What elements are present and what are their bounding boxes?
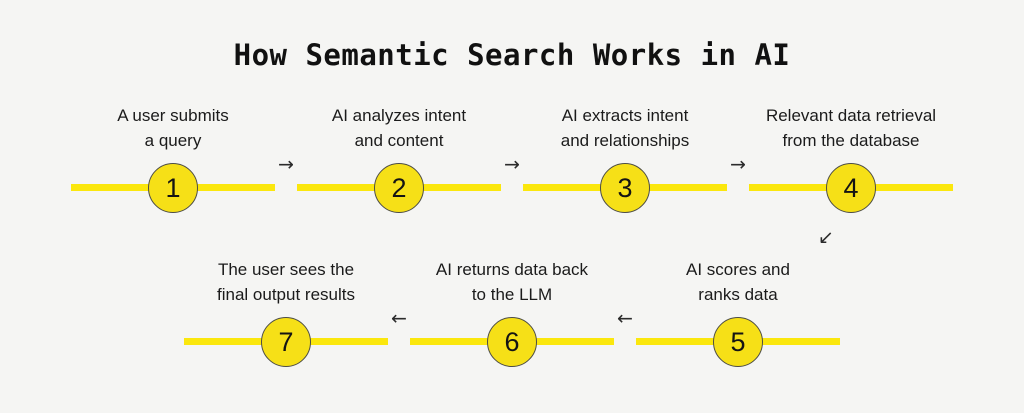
step-4-circle: 4 <box>826 163 876 213</box>
step-7-label-line1: The user sees the <box>217 260 355 279</box>
step-4-number: 4 <box>843 172 859 203</box>
step-1-circle: 1 <box>148 163 198 213</box>
step-7-label-line2: final output results <box>217 285 355 304</box>
step-1-label-line1: A user submits <box>117 106 229 125</box>
step-4-label-line1: Relevant data retrieval <box>765 106 937 125</box>
step-3-number: 3 <box>617 172 633 203</box>
step-2-label: AI analyzes intent and content <box>259 103 539 153</box>
step-2-circle: 2 <box>374 163 424 213</box>
step-6-label-line1: AI returns data back <box>435 260 589 279</box>
step-1-number: 1 <box>165 172 181 203</box>
step-3-label: AI extracts intent and relationships <box>485 103 765 153</box>
step-6-number: 6 <box>504 326 520 357</box>
step-5-number: 5 <box>730 326 746 357</box>
step-5-label-line1: AI scores and <box>686 260 790 279</box>
step-5-circle: 5 <box>713 317 763 367</box>
step-7-number: 7 <box>278 326 294 357</box>
left-arrow-icon: ← <box>391 307 407 330</box>
step-4-label-line2: from the database <box>782 131 920 150</box>
right-arrow-icon: → <box>278 153 294 176</box>
page-title: How Semantic Search Works in AI <box>233 38 791 72</box>
step-5-label-line2: ranks data <box>698 285 778 304</box>
step-1-label-line2: a query <box>144 131 202 150</box>
step-5-label: AI scores and ranks data <box>598 257 878 307</box>
left-arrow-icon: ← <box>617 307 633 330</box>
down-left-arrow-icon: ↙ <box>818 226 834 249</box>
step-6-label: AI returns data back to the LLM <box>372 257 652 307</box>
step-6-circle: 6 <box>487 317 537 367</box>
step-2-label-line1: AI analyzes intent <box>331 106 467 125</box>
step-3-label-line2: and relationships <box>560 131 690 150</box>
step-3-label-line1: AI extracts intent <box>561 106 689 125</box>
right-arrow-icon: → <box>730 153 746 176</box>
step-4-label: Relevant data retrieval from the databas… <box>711 103 991 153</box>
step-7-label: The user sees the final output results <box>146 257 426 307</box>
step-6-label-line2: to the LLM <box>471 285 553 304</box>
step-2-label-line2: and content <box>354 131 444 150</box>
step-3-circle: 3 <box>600 163 650 213</box>
step-2-number: 2 <box>391 172 407 203</box>
step-7-circle: 7 <box>261 317 311 367</box>
right-arrow-icon: → <box>504 153 520 176</box>
step-1-label: A user submits a query <box>33 103 313 153</box>
